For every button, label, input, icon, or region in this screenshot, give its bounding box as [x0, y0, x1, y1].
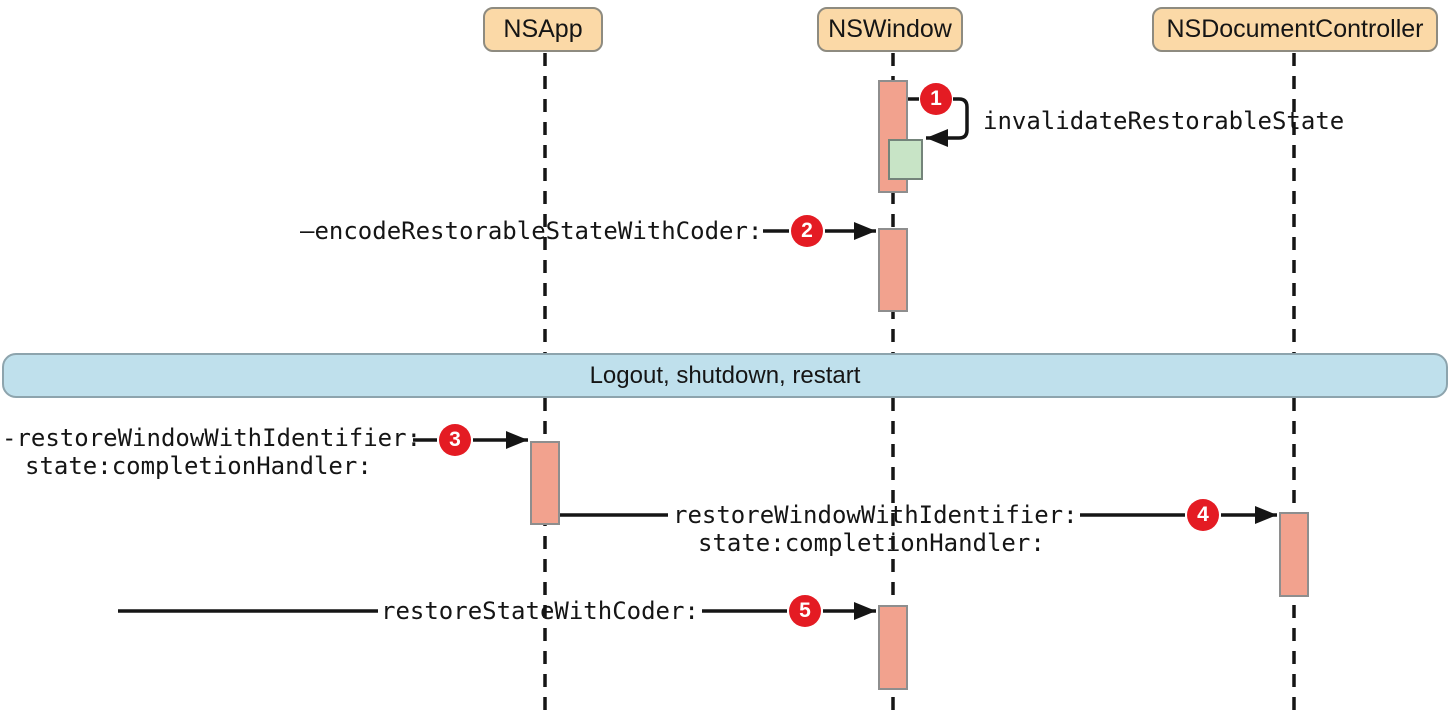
activation-bar-nsapp: [530, 441, 560, 525]
message-3-label-line2: state:completionHandler:: [25, 452, 372, 480]
activation-bar-nswindow-2: [878, 228, 908, 312]
activation-bar-nswindow-3: [878, 605, 908, 690]
message-4-label-line2: state:completionHandler:: [698, 529, 1045, 557]
step-badge-1: 1: [920, 83, 952, 115]
state-block: [888, 139, 923, 180]
step-badge-4: 4: [1187, 499, 1219, 531]
participant-nswindow: NSWindow: [817, 7, 963, 52]
message-1-self-arrow: [926, 97, 969, 147]
message-2-label: —encodeRestorableStateWithCoder:: [300, 217, 763, 245]
activation-bar-nsdocumentcontroller: [1279, 512, 1309, 597]
separator-band-label: Logout, shutdown, restart: [589, 361, 861, 389]
participant-nsdocumentcontroller-label: NSDocumentController: [1166, 15, 1424, 43]
step-badge-5: 5: [789, 595, 821, 627]
step-badge-3: 3: [439, 424, 471, 456]
participant-nsdocumentcontroller: NSDocumentController: [1152, 7, 1438, 52]
message-1-label: invalidateRestorableState: [983, 107, 1345, 135]
message-4-label-line1: restoreWindowWithIdentifier:: [673, 501, 1078, 529]
message-3-label-line1: -restoreWindowWithIdentifier:: [2, 424, 422, 452]
message-5-label: restoreStateWithCoder:: [381, 597, 699, 625]
participant-nsapp: NSApp: [483, 7, 603, 52]
step-badge-2: 2: [791, 215, 823, 247]
separator-band: Logout, shutdown, restart: [2, 353, 1448, 398]
participant-nswindow-label: NSWindow: [828, 15, 952, 43]
participant-nsapp-label: NSApp: [503, 15, 583, 43]
